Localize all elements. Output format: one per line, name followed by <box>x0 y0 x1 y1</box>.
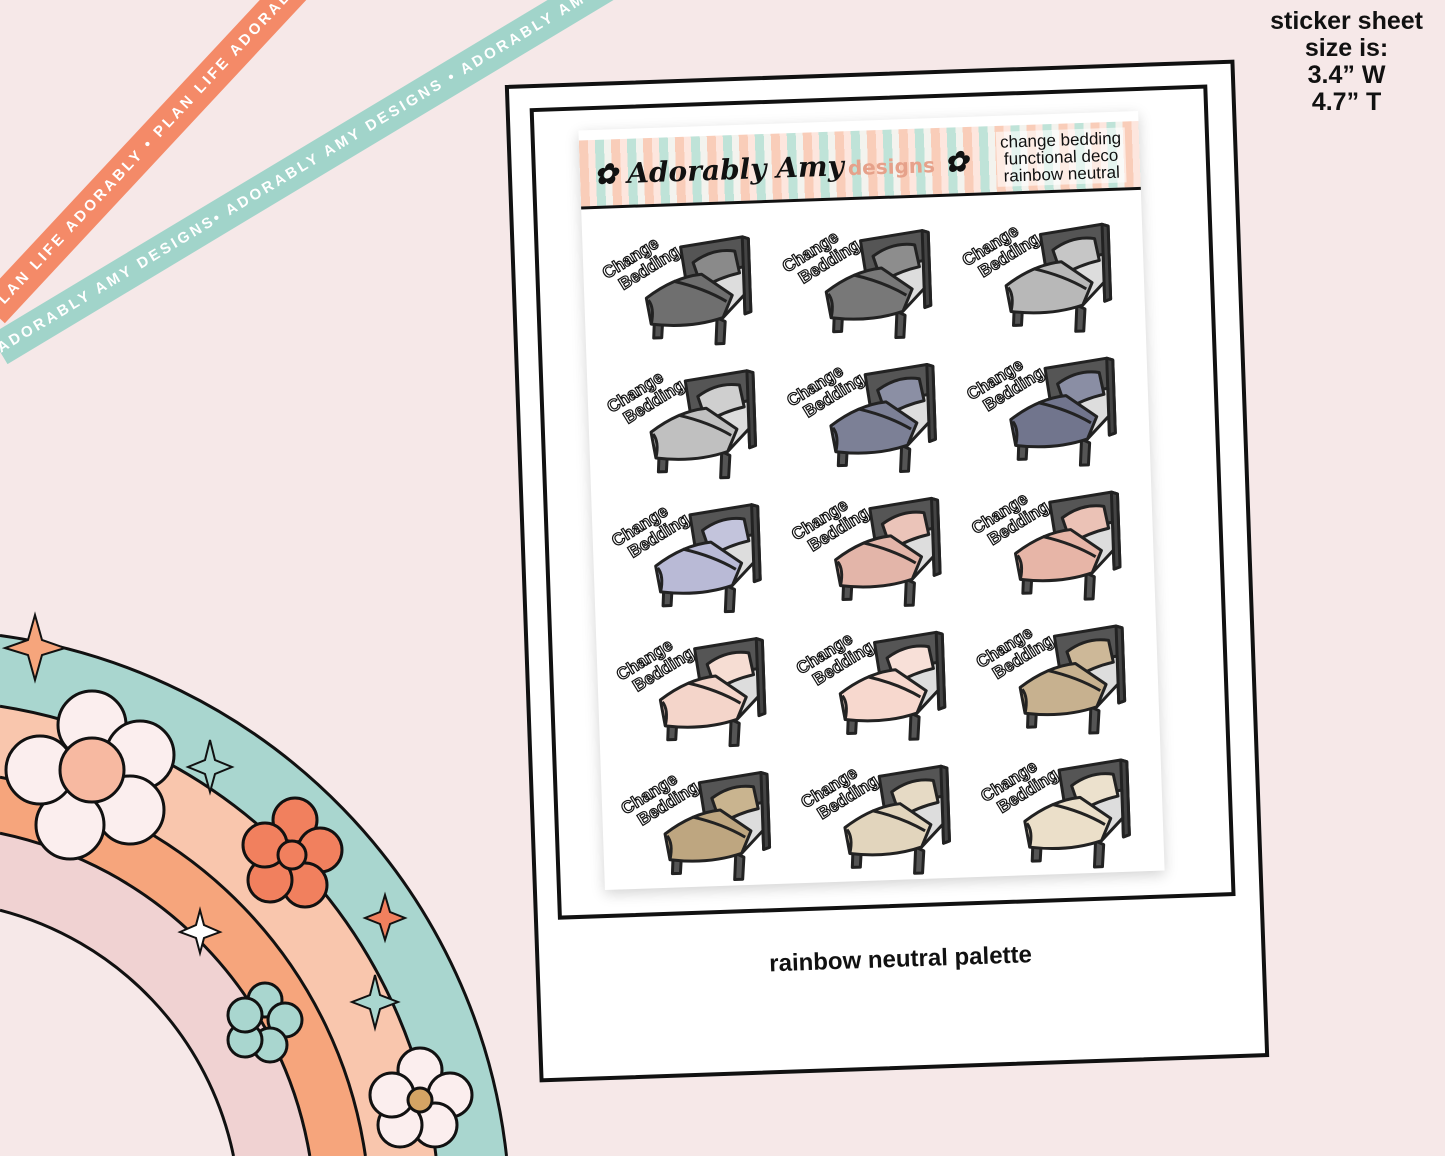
caption: rainbow neutral palette <box>768 941 1033 978</box>
bed-icon: Change Bedding <box>792 628 947 741</box>
sparkle-icon <box>349 974 401 1032</box>
sticker-change-bedding: Change Bedding <box>772 210 957 350</box>
sparkle-icon <box>185 739 235 796</box>
sticker-change-bedding: Change Bedding <box>610 751 795 891</box>
logo-script: Adorably Amy <box>626 149 845 190</box>
sticker-change-bedding: Change Bedding <box>965 605 1150 745</box>
rainbow-decoration <box>0 611 508 1156</box>
bed-icon: Change Bedding <box>968 488 1122 601</box>
sticker-change-bedding: Change Bedding <box>961 471 1146 611</box>
flower-icon <box>368 1046 474 1149</box>
logo-word: designs <box>847 153 936 181</box>
bed-icon: Change Bedding <box>958 220 1113 333</box>
size-line: size is: <box>1304 34 1389 62</box>
size-line: sticker sheet <box>1270 7 1423 35</box>
sticker-change-bedding: Change Bedding <box>956 337 1141 477</box>
rainbow-inner <box>0 910 234 1156</box>
bed-icon: Change Bedding <box>972 622 1127 735</box>
sparkle-icon <box>177 906 223 957</box>
sticker-change-bedding: Change Bedding <box>781 477 966 617</box>
sticker-change-bedding: Change Bedding <box>786 611 971 751</box>
sticker-grid: Change Bedding Change Bedding <box>592 203 1155 891</box>
size-height: 4.7” T <box>1311 88 1382 116</box>
bed-icon: Change Bedding <box>788 495 942 607</box>
size-width: 3.4” W <box>1307 61 1386 89</box>
ribbon-text: PLAN LIFE ADORABLY • PLAN LIFE ADORABLY … <box>0 0 477 318</box>
sticker-change-bedding: Change Bedding <box>790 745 975 885</box>
bed-icon: Change Bedding <box>608 501 762 614</box>
flower-icon <box>241 796 344 909</box>
sparkle-icon <box>1 611 69 684</box>
size-note: sticker sheet size is: 3.4” W 4.7” T <box>1270 8 1423 116</box>
orange-ribbon: PLAN LIFE ADORABLY • PLAN LIFE ADORABLY … <box>0 0 483 324</box>
sticker-change-bedding: Change Bedding <box>601 484 786 624</box>
sticker-change-bedding: Change Bedding <box>776 343 961 483</box>
bed-icon: Change Bedding <box>778 227 933 340</box>
title-line: rainbow neutral <box>1003 162 1121 186</box>
sticker-change-bedding: Change Bedding <box>596 350 781 490</box>
flower-icon <box>226 981 304 1064</box>
bed-icon: Change Bedding <box>603 367 758 480</box>
bed-icon: Change Bedding <box>963 354 1117 467</box>
sparkle-icon <box>362 891 408 944</box>
bed-icon: Change Bedding <box>598 233 753 346</box>
bed-icon: Change Bedding <box>977 756 1131 869</box>
bed-icon: Change Bedding <box>797 762 951 875</box>
bed-icon: Change Bedding <box>617 769 772 882</box>
bed-icon: Change Bedding <box>612 635 767 748</box>
sticker-change-bedding: Change Bedding <box>606 618 791 758</box>
sticker-change-bedding: Change Bedding <box>970 739 1155 879</box>
smiley-flower-icon <box>4 689 176 861</box>
sticker-change-bedding: Change Bedding <box>592 216 777 356</box>
sheet-title: change bedding functional deco rainbow n… <box>995 127 1127 187</box>
bed-icon: Change Bedding <box>783 361 937 473</box>
sticker-change-bedding: Change Bedding <box>951 203 1136 343</box>
